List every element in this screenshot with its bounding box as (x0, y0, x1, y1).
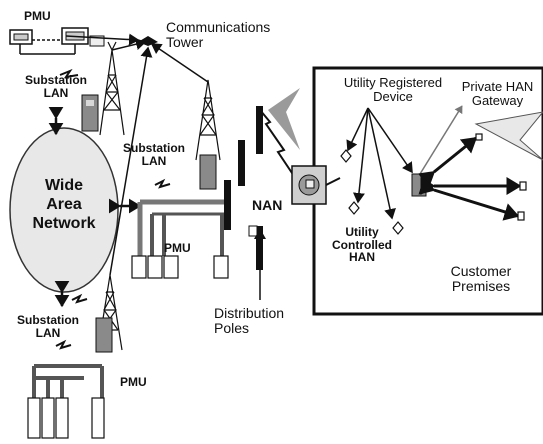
label-customer-premises: Customer Premises (436, 264, 526, 293)
label-utility-controlled-line3: HAN (349, 250, 375, 265)
pmu-bot-devices (27, 397, 105, 439)
label-utility-registered-line1: Utility Registered (343, 75, 443, 90)
label-comm-tower-line2: Tower (166, 33, 204, 50)
label-substation-bot: Substation LAN (8, 314, 88, 339)
comm-tower-icon (138, 36, 158, 46)
substation-bot-structure (32, 364, 104, 398)
tower-mid (195, 79, 221, 161)
label-utility-registered-line2: Device (373, 88, 413, 104)
label-wan-line2: Area (46, 196, 82, 214)
substation-bot-device (95, 317, 113, 353)
label-utility-controlled: Utility Controlled HAN (322, 226, 402, 264)
label-substation-mid-line1: Substation (123, 141, 185, 155)
label-customer-premises-line1: Customer (450, 263, 512, 279)
substation-top-device (59, 68, 99, 132)
label-substation-mid: Substation LAN (114, 142, 194, 167)
nan-lightning (259, 109, 295, 177)
han-devices (340, 149, 404, 235)
label-substation-mid-line2: LAN (141, 153, 167, 168)
nan-signal (268, 88, 300, 150)
label-substation-top-line2: LAN (43, 85, 69, 100)
distribution-poles (224, 106, 263, 270)
label-customer-premises-line2: Premises (451, 277, 511, 294)
substation-signals (55, 178, 171, 350)
label-pmu-top: PMU (24, 9, 51, 23)
label-substation-bot-line1: Substation (17, 313, 79, 327)
label-private-han-line2: Gateway (471, 92, 524, 108)
gateway-arrow (419, 105, 463, 175)
nan-meter (291, 165, 327, 205)
label-substation-bot-line2: LAN (35, 325, 61, 340)
label-wan: Wide Area Network (14, 176, 114, 234)
label-substation-top-line1: Substation (25, 73, 87, 87)
label-dist-poles-line2: Poles (214, 319, 250, 336)
label-pmu-mid: PMU (164, 241, 191, 255)
pmu-top-devices (9, 27, 105, 55)
label-utility-registered: Utility Registered Device (330, 76, 456, 103)
label-dist-poles: Distribution Poles (214, 306, 284, 335)
label-private-han-line1: Private HAN (461, 80, 534, 94)
label-substation-top: Substation LAN (16, 74, 96, 99)
private-han-devices (475, 133, 527, 221)
label-utility-controlled-line1: Utility (345, 225, 379, 239)
substation-mid-device (199, 154, 217, 190)
nan-small-device (248, 225, 258, 237)
label-private-han: Private HAN Gateway (452, 80, 543, 107)
substation-mid-structure (137, 199, 224, 256)
comm-tower-top (99, 41, 125, 136)
label-dist-poles-line1: Distribution (214, 305, 285, 321)
label-pmu-bot: PMU (120, 375, 147, 389)
label-nan: NAN (252, 197, 283, 213)
private-han-gateway-device (411, 173, 427, 197)
nan-to-han-link (325, 177, 341, 186)
label-utility-controlled-line2: Controlled (332, 237, 392, 252)
label-comm-tower-line1: Communications (166, 19, 271, 35)
label-wan-line3: Network (32, 215, 96, 233)
backbone-links (65, 33, 209, 276)
lan-wan-links (48, 106, 142, 308)
private-han-links (417, 136, 522, 221)
label-comm-tower: Communications Tower (166, 20, 270, 49)
gateway-signal (474, 111, 543, 161)
pmu-mid-devices (131, 255, 229, 279)
label-wan-line1: Wide (44, 177, 84, 194)
registered-device-arrows (346, 107, 413, 220)
